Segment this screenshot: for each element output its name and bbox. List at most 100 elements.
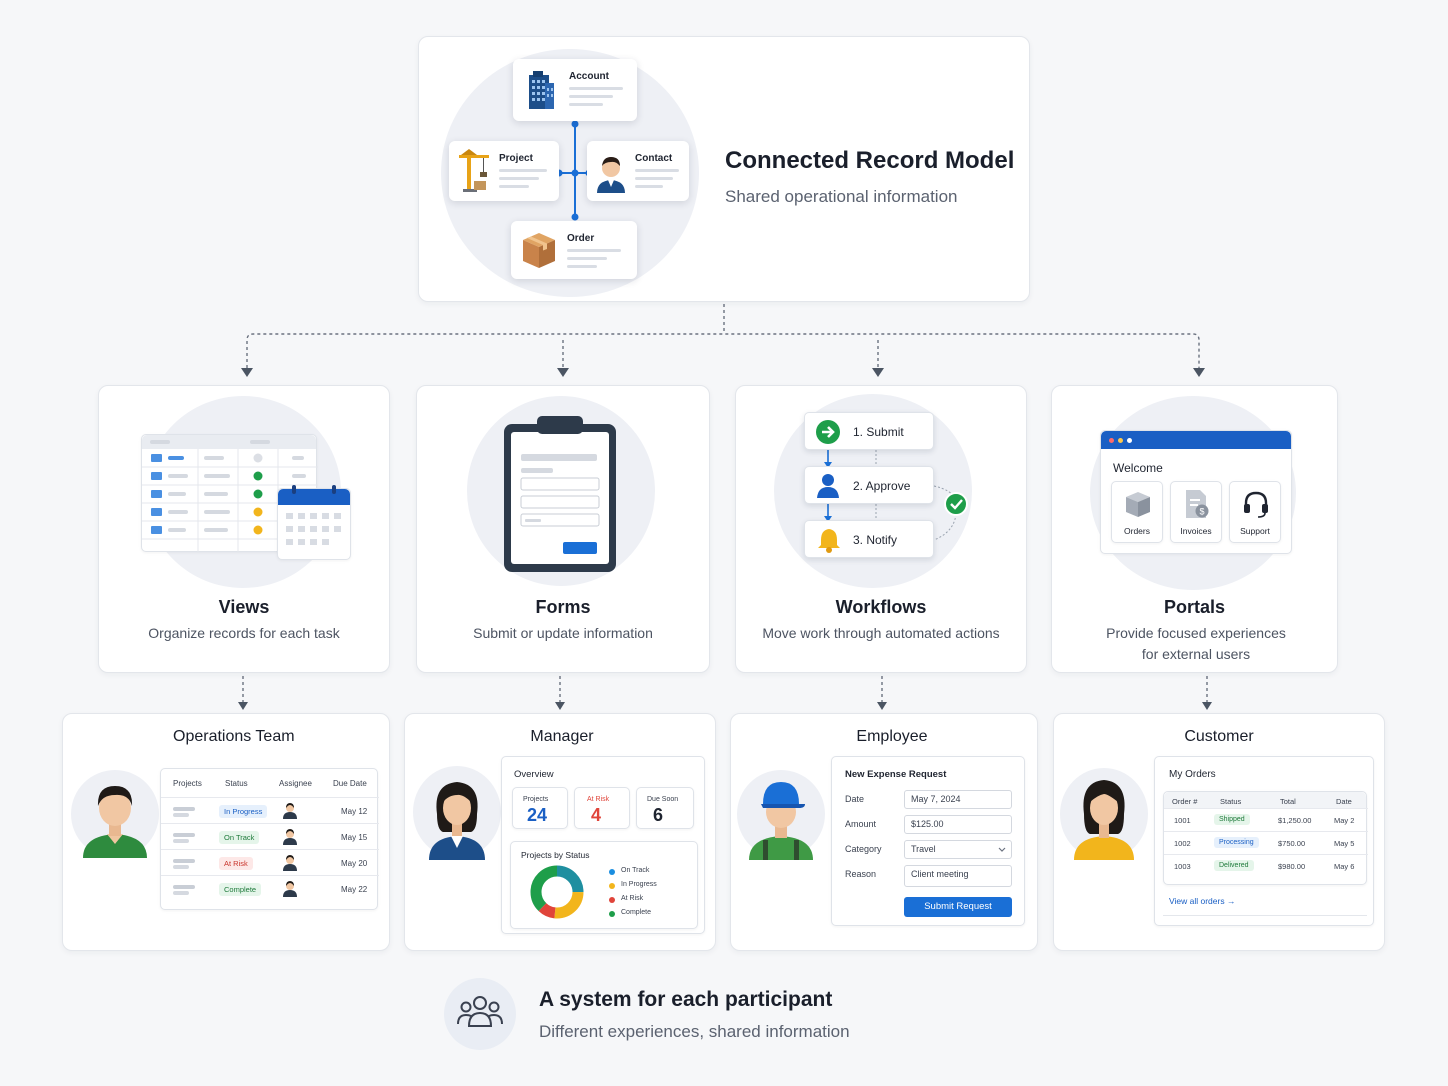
feature-card-views[interactable]: Views Organize records for each task [98, 385, 390, 673]
status-badge: Delivered [1214, 860, 1254, 871]
order-number: 1003 [1174, 862, 1191, 871]
status-chart-panel: Projects by Status On Track In Progress … [510, 841, 698, 929]
expense-form: New Expense Request Date May 7, 2024 Amo… [831, 756, 1025, 926]
connected-record-model-card: Account Project Contact [418, 36, 1030, 302]
portal-tile-support-label: Support [1240, 526, 1270, 536]
date-field[interactable]: May 7, 2024 [904, 790, 1012, 809]
portal-tile-orders[interactable]: Orders [1111, 481, 1163, 543]
status-badge: Processing [1214, 837, 1259, 848]
feature-title-workflows: Workflows [835, 597, 927, 617]
stat-card-at-risk[interactable]: At Risk 4 [574, 787, 630, 829]
participant-card-manager: Manager Overview Projects 24 At Risk 4 D… [404, 713, 716, 951]
field-label-date: Date [845, 794, 865, 804]
submit-request-button[interactable]: Submit Request [904, 897, 1012, 917]
record-order[interactable]: Order [511, 221, 637, 279]
status-donut-chart [530, 865, 584, 919]
orders-header-total: Total [1280, 797, 1296, 806]
record-contact[interactable]: Contact [587, 141, 689, 201]
feature-card-portals[interactable]: Welcome Orders $ Invoices [1051, 385, 1338, 673]
participant-title-customer: Customer [1184, 728, 1254, 745]
category-select[interactable]: Travel [904, 840, 1012, 859]
field-label-reason: Reason [845, 869, 877, 879]
building-icon [529, 71, 554, 109]
assignee-avatar-icon [283, 855, 297, 871]
stat-card-projects[interactable]: Projects 24 [512, 787, 568, 829]
orders-header-status: Status [1220, 797, 1242, 806]
ops-header-status: Status [225, 779, 248, 788]
ops-header-projects: Projects [173, 779, 202, 788]
manager-dashboard: Overview Projects 24 At Risk 4 Due Soon … [501, 756, 705, 934]
portal-tile-support[interactable]: Support [1229, 481, 1281, 543]
field-label-amount: Amount [845, 819, 877, 829]
workflow-step-submit[interactable]: 1. Submit [804, 412, 934, 450]
assignee-avatar-icon [283, 881, 297, 897]
svg-text:$: $ [1199, 507, 1204, 517]
ops-avatar [83, 786, 147, 858]
expense-form-title: New Expense Request [845, 769, 947, 780]
assignee-avatar-icon [283, 829, 297, 845]
feature-title-views: Views [218, 597, 270, 617]
footer-title: A system for each participant [539, 988, 833, 1011]
calendar-icon [277, 485, 351, 560]
feature-desc-forms: Submit or update information [473, 625, 653, 641]
portal-welcome: Welcome [1113, 461, 1163, 475]
assignee-avatar-icon [283, 803, 297, 819]
bell-icon [818, 529, 840, 553]
participant-card-employee: Employee New Expense Request Date May 7,… [730, 713, 1038, 951]
reason-field[interactable]: Client meeting [904, 865, 1012, 887]
footer-subtitle: Different experiences, shared informatio… [539, 1022, 850, 1041]
portal-window: Welcome Orders $ Invoices [1100, 430, 1292, 554]
feature-desc-views: Organize records for each task [148, 625, 340, 641]
workflow-connectors [824, 450, 968, 541]
participant-title-operations: Operations Team [173, 728, 295, 745]
workflow-step-notify[interactable]: 3. Notify [804, 520, 934, 558]
stat-projects-label: Projects [523, 796, 549, 803]
status-badge: Shipped [1214, 814, 1250, 825]
record-project[interactable]: Project [449, 141, 559, 201]
portal-tile-invoices-label: Invoices [1180, 526, 1212, 536]
ops-header-assignee: Assignee [279, 779, 312, 788]
due-date: May 15 [341, 833, 368, 842]
user-icon [817, 474, 839, 498]
record-contact-label: Contact [635, 153, 673, 164]
record-project-label: Project [499, 153, 533, 164]
order-number: 1001 [1174, 816, 1191, 825]
manager-overview-label: Overview [514, 769, 554, 780]
stat-due-soon-value: 6 [653, 805, 664, 825]
chevron-down-icon [998, 847, 1006, 852]
stat-at-risk-label: At Risk [587, 796, 610, 803]
amount-field[interactable]: $125.00 [904, 815, 1012, 834]
manager-avatar [429, 782, 485, 860]
feature-title-forms: Forms [535, 597, 591, 617]
workflow-step-approve-label: 2. Approve [853, 479, 911, 493]
record-account[interactable]: Account [513, 59, 637, 121]
order-date: May 6 [1334, 862, 1355, 871]
legend-complete: Complete [621, 909, 651, 916]
feature-card-workflows[interactable]: 1. Submit 2. Approve 3. Notify Workflows… [735, 385, 1027, 673]
view-all-orders-link[interactable]: View all orders → [1169, 896, 1235, 906]
arrow-right-icon: → [1226, 896, 1236, 906]
feature-desc-workflows: Move work through automated actions [762, 625, 1000, 641]
orders-header-date: Date [1336, 797, 1352, 806]
model-title: Connected Record Model [725, 147, 1015, 174]
workflow-step-approve[interactable]: 2. Approve [804, 466, 934, 504]
ops-table: Projects Status Assignee Due Date In Pro… [160, 768, 379, 910]
portal-tile-invoices[interactable]: $ Invoices [1170, 481, 1222, 543]
participant-card-customer: Customer My Orders Order # Status Total … [1053, 713, 1385, 951]
due-date: May 12 [341, 807, 368, 816]
field-label-category: Category [845, 844, 882, 854]
model-subtitle: Shared operational information [725, 187, 958, 206]
arrow-right-circle-icon [816, 420, 840, 444]
feature-card-forms[interactable]: Forms Submit or update information [416, 385, 710, 673]
due-date: May 20 [341, 859, 368, 868]
stat-card-due-soon[interactable]: Due Soon 6 [636, 787, 694, 829]
employee-avatar [749, 782, 813, 860]
